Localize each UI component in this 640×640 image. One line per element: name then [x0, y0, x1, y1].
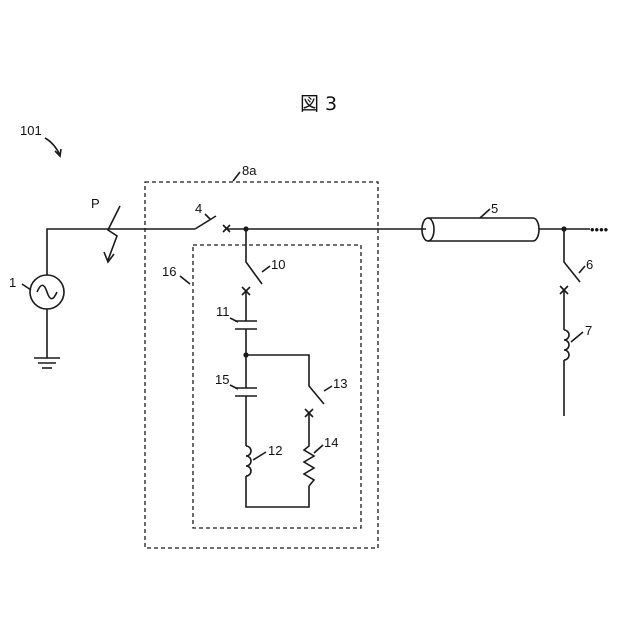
capacitor-11: [235, 321, 257, 329]
resistor-14-label: 14: [324, 435, 338, 450]
enclosure-leader: [233, 172, 240, 181]
fault-arrow: [108, 206, 120, 260]
resistor-14: [304, 413, 314, 486]
reactor-12: [246, 446, 251, 476]
fault-point-label: P: [91, 196, 100, 211]
capacitor-11-label: 11: [216, 304, 230, 319]
switch-10-label: 10: [271, 257, 285, 272]
source-leader: [22, 284, 31, 290]
switch-13-label: 13: [333, 376, 347, 391]
figure-title: 図 3: [300, 93, 337, 115]
cable-label: 5: [491, 201, 498, 216]
system-label-leader: [45, 138, 60, 155]
reactor-12-leader: [253, 452, 266, 460]
breaker-leader: [205, 214, 210, 219]
inner-unit-label: 16: [162, 264, 176, 279]
capacitor-15-leader: [230, 385, 238, 389]
switch-6-blade: [564, 229, 580, 282]
enclosure-8a: [145, 182, 378, 548]
resistor-14-leader: [314, 445, 323, 453]
breaker-label: 4: [195, 201, 202, 216]
capacitor-15-label: 15: [215, 372, 229, 387]
switch-13-leader: [324, 386, 332, 391]
reactor-7-label: 7: [585, 323, 592, 338]
reactor-7: [564, 330, 569, 360]
cable: [422, 218, 539, 241]
capacitor-11-leader: [230, 318, 238, 322]
inner-unit-leader: [180, 276, 190, 284]
line-continuation: ••••: [590, 222, 609, 237]
switch-10-leader: [262, 266, 270, 272]
branch-bottom-return: [246, 476, 309, 507]
reactor-7-leader: [571, 332, 583, 342]
switch-6-leader: [579, 266, 585, 273]
switch-13-blade: [246, 355, 324, 404]
source-label: 1: [9, 275, 16, 290]
reactor-12-label: 12: [268, 443, 282, 458]
switch-6-label: 6: [586, 257, 593, 272]
capacitor-15: [235, 388, 257, 396]
enclosure-label: 8a: [242, 163, 257, 178]
switch-10-blade: [246, 229, 262, 284]
cable-leader: [480, 209, 490, 218]
system-label: 101: [20, 123, 42, 138]
ground-symbol: [34, 358, 60, 368]
breaker-blade: [195, 216, 216, 229]
ac-source: [30, 275, 64, 309]
